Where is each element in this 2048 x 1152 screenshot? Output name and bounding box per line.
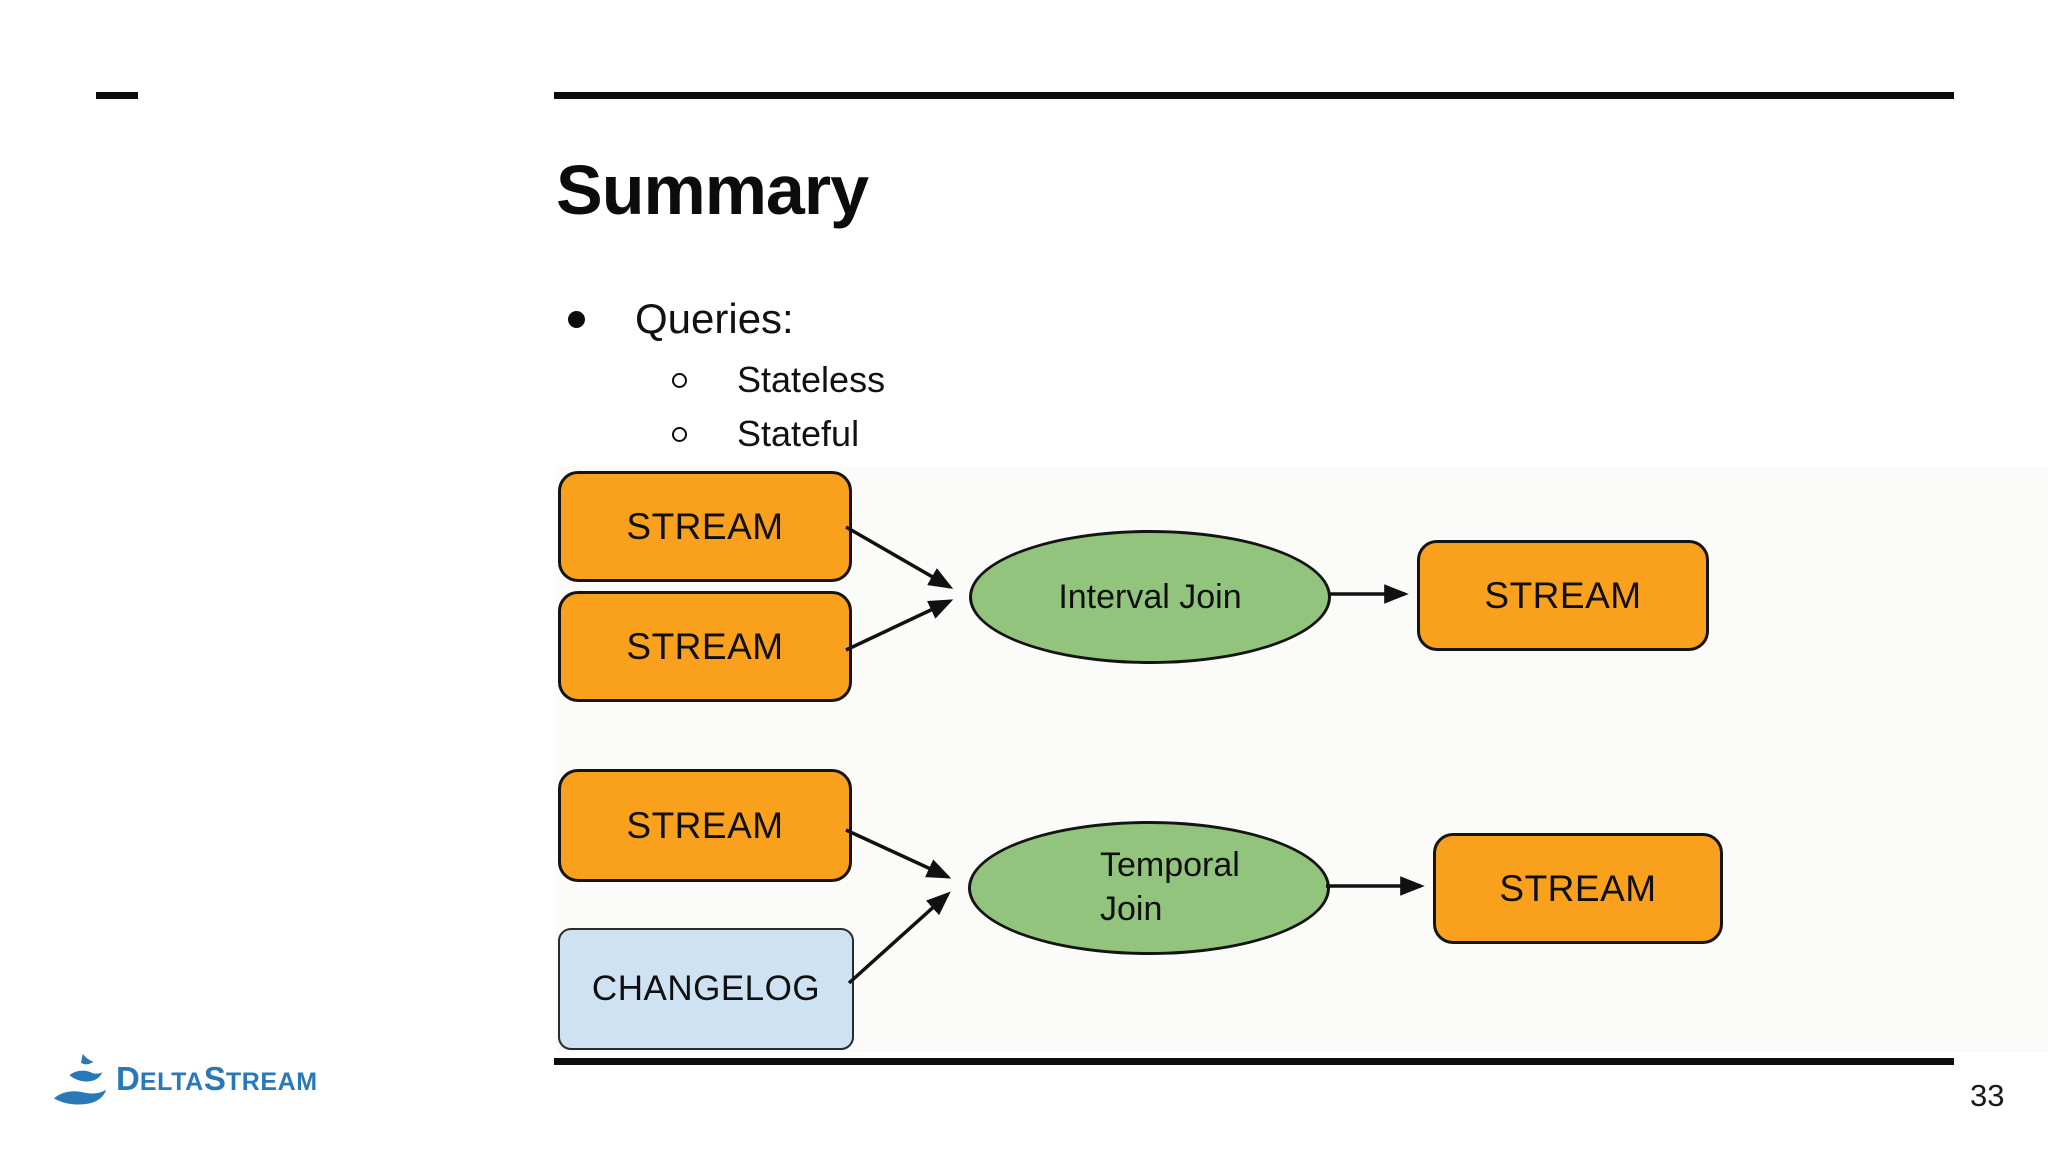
bullet-stateful: Stateful [737, 413, 860, 454]
bullet-stateless: Stateless [737, 359, 886, 400]
d1-input-stream-1: STREAM [558, 471, 852, 582]
d1-output-stream-label: STREAM [1484, 574, 1642, 616]
deltastream-logo-mark-icon [53, 1053, 107, 1105]
logo-letter-d: D [116, 1060, 140, 1097]
d1-input-stream-2-label: STREAM [626, 625, 784, 667]
top-left-dash [96, 92, 138, 99]
d1-input-stream-2: STREAM [558, 591, 852, 702]
d1-output-stream: STREAM [1417, 540, 1709, 651]
d2-join-ellipse: Temporal Join [968, 821, 1330, 955]
bottom-rule [554, 1058, 1954, 1065]
d1-join-label: Interval Join [1058, 577, 1242, 616]
logo-letter-s: S [203, 1060, 226, 1097]
d2-output-stream: STREAM [1433, 833, 1723, 944]
d1-input-stream-1-label: STREAM [626, 505, 784, 547]
top-rule [554, 92, 1954, 99]
d2-input-changelog-label: CHANGELOG [591, 969, 821, 1008]
logo-elta: ELTA [139, 1068, 204, 1096]
d1-join-ellipse: Interval Join [969, 530, 1331, 664]
d2-join-label: Temporal Join [1100, 846, 1240, 928]
page-number: 33 [1970, 1078, 2005, 1113]
bullet-circle-icon [672, 373, 687, 388]
bullet-queries: Queries: [635, 295, 794, 342]
d2-output-stream-label: STREAM [1499, 867, 1657, 909]
bullet-dot-icon [568, 311, 585, 328]
d2-input-changelog: CHANGELOG [558, 928, 854, 1050]
page-title: Summary [556, 151, 869, 229]
logo-tream: TREAM [225, 1068, 318, 1096]
d2-input-stream-label: STREAM [626, 804, 784, 846]
bullet-circle-icon [672, 427, 687, 442]
d2-input-stream: STREAM [558, 769, 852, 882]
